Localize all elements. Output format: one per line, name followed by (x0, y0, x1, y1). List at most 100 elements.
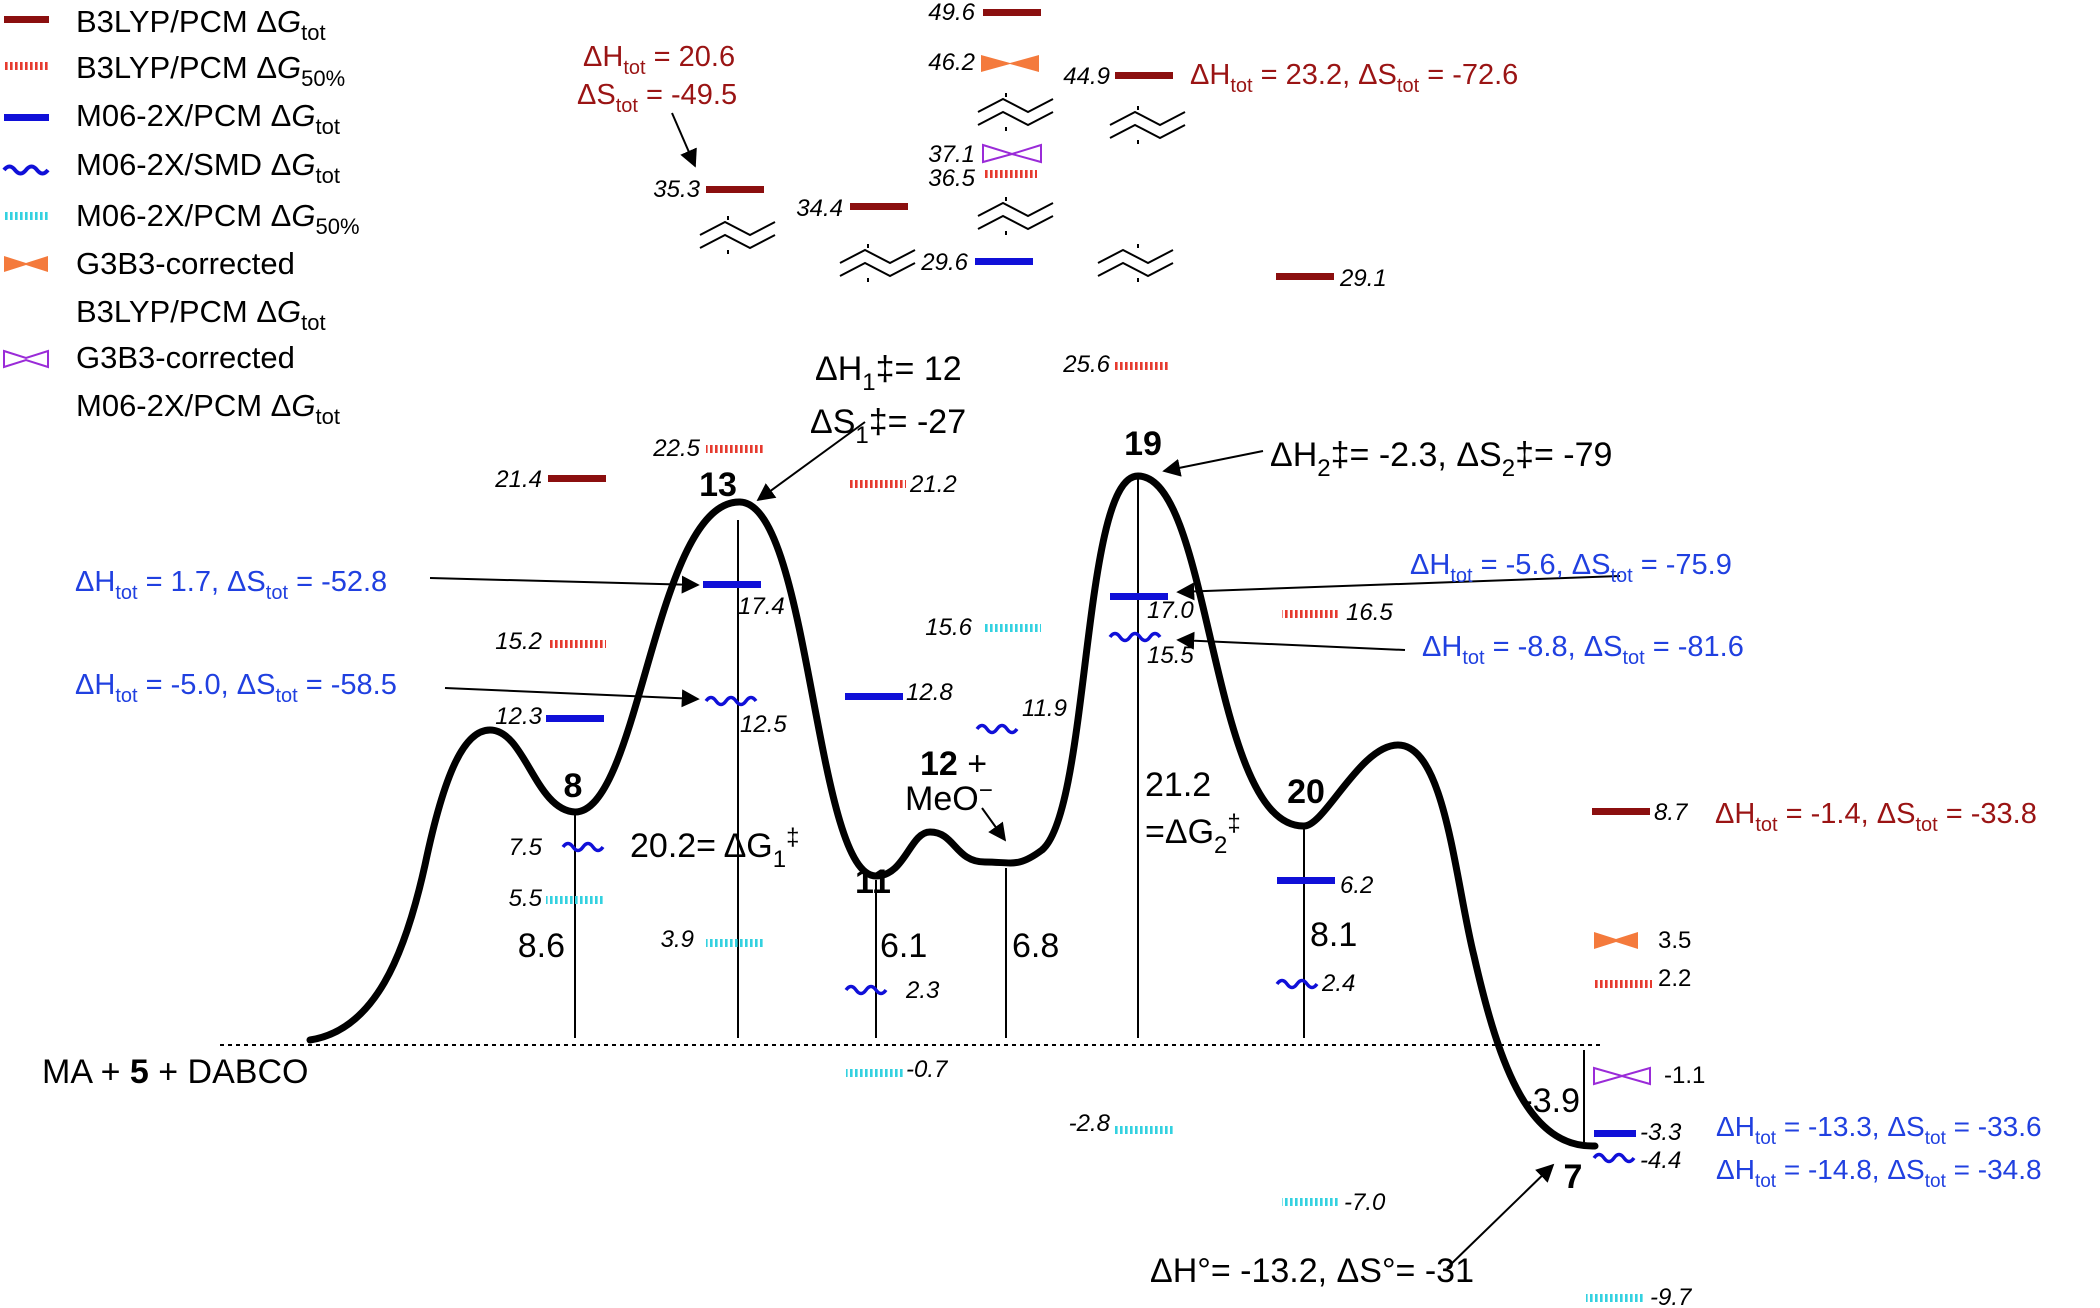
level-b3lyp-8-7 (1592, 808, 1650, 815)
value-label: 49.6 (928, 0, 975, 26)
legend-label-m06-50: M06-2X/PCM ΔG50% (76, 198, 360, 239)
value-label: 12.8 (906, 679, 953, 706)
gap-8: 8.6 (518, 927, 565, 965)
dh1-annotation: ΔH1‡= 12 (815, 350, 962, 396)
dh2-annotation: ΔH2‡= -2.3, ΔS2‡= -79 (1270, 436, 1612, 482)
value-label: 2.4 (1321, 970, 1355, 997)
legend-label-g3b3-m06: G3B3-corrected (76, 340, 295, 375)
level-smd-11-9 (975, 723, 1019, 735)
thermo-8-7: ΔHtot = -1.4, ΔStot = -33.8 (1715, 798, 2037, 836)
value-label: -0.7 (906, 1056, 949, 1083)
overall-thermo-annotation: ΔH°= -13.2, ΔS°= -31 (1150, 1252, 1474, 1290)
level-m06-12-8 (845, 693, 903, 700)
level-b3lyp50-22-5 (706, 445, 764, 453)
species-11-label: 11 (855, 863, 891, 901)
value-label: 44.9 (1063, 63, 1110, 90)
reactants-label: MA + 5 + DABCO (42, 1053, 308, 1091)
level-m0650-minus-0-7 (846, 1069, 904, 1077)
level-m0650-minus-7-0 (1282, 1198, 1340, 1206)
value-label: 17.0 (1147, 597, 1194, 624)
species-13-label: 13 (699, 466, 737, 504)
level-m0650-3-9 (706, 939, 764, 947)
thermo-12-5: ΔHtot = -5.0, ΔStot = -58.5 (75, 669, 397, 707)
thermo-15-5: ΔHtot = -8.8, ΔStot = -81.6 (1422, 631, 1744, 669)
level-g3b3-m06-minus-1-1 (1593, 1066, 1651, 1086)
level-g3b3-b3lyp-3-5 (1594, 932, 1638, 949)
level-b3lyp50-16-5 (1282, 610, 1340, 618)
level-b3lyp50-21-2 (848, 480, 906, 488)
value-label: 17.4 (738, 593, 785, 620)
red-annotations: ΔHtot = 20.6 ΔStot = -49.5 ΔHtot = 23.2,… (577, 41, 2037, 836)
delta-g1-label: 20.2= ΔG1‡ (630, 824, 799, 873)
level-marks (546, 9, 1652, 1302)
thermo-17-4: ΔHtot = 1.7, ΔStot = -52.8 (75, 566, 387, 604)
legend-swatch-b3lyp-50 (4, 62, 49, 70)
level-g3b3-m06-37-1 (982, 143, 1042, 164)
level-b3lyp-44-9 (1115, 72, 1173, 79)
value-label: 36.5 (928, 165, 975, 192)
level-smd-2-3 (844, 984, 888, 996)
value-label: 21.4 (494, 466, 542, 493)
legend-swatch-m06-50 (4, 212, 49, 220)
axis-break-icon (1109, 106, 1186, 144)
value-label: 46.2 (928, 49, 975, 76)
gap-20: 8.1 (1310, 916, 1357, 954)
legend-swatch-m06-pcm (4, 114, 49, 121)
value-label: -1.1 (1664, 1062, 1705, 1089)
species-20-label: 20 (1287, 773, 1325, 811)
level-smd-2-4 (1275, 978, 1319, 990)
species-labels: MA + 5 + DABCO 8 13 11 12 + MeO− 19 20 7 (42, 425, 1582, 1196)
value-label: -2.8 (1069, 1110, 1111, 1137)
level-m06-17-0 (1110, 593, 1168, 600)
level-b3lyp-29-1 (1276, 273, 1334, 280)
thermo-minus-3-3: ΔHtot = -13.3, ΔStot = -33.6 (1716, 1111, 2042, 1149)
blue-annotations: ΔHtot = 1.7, ΔStot = -52.8 ΔHtot = -5.0,… (75, 549, 2042, 1192)
value-label: 21.2 (909, 471, 957, 498)
gap-7: -3.9 (1521, 1082, 1580, 1120)
gap-12: 6.8 (1012, 927, 1059, 965)
value-label: 15.2 (495, 628, 542, 655)
level-b3lyp50-15-2 (548, 640, 606, 648)
value-label: 2.2 (1658, 965, 1691, 992)
level-g3b3-b3lyp-46-2 (981, 55, 1039, 72)
legend-swatch-g3b3-b3lyp (4, 256, 48, 272)
level-smd-12-5 (704, 695, 758, 707)
level-smd-minus-4-4 (1592, 1152, 1636, 1164)
value-label: 15.6 (925, 614, 972, 641)
value-label: -4.4 (1640, 1147, 1681, 1174)
value-label: 29.1 (1339, 265, 1387, 292)
axis-break-icon (699, 216, 776, 254)
level-m0650-5-5 (546, 896, 604, 904)
value-label: 22.5 (652, 435, 700, 462)
species-8-label: 8 (564, 767, 583, 805)
annotation-arrows (429, 112, 1621, 1269)
value-label: 34.4 (796, 195, 843, 222)
level-b3lyp50-36-5 (983, 170, 1037, 178)
thermo-35-3-s: ΔStot = -49.5 (577, 79, 737, 117)
value-label: 8.7 (1654, 799, 1689, 826)
axis-break-icon (839, 244, 916, 282)
meo-label: MeO− (905, 777, 993, 818)
value-label: 11.9 (1022, 695, 1067, 722)
level-m06-minus-3-3 (1594, 1130, 1636, 1137)
thermo-17-0: ΔHtot = -5.6, ΔStot = -75.9 (1410, 549, 1732, 587)
legend-swatch-g3b3-m06 (3, 349, 49, 369)
gap-11: 6.1 (880, 927, 927, 965)
value-label: 15.5 (1147, 642, 1194, 669)
gap-labels: 8.6 6.1 6.8 8.1 -3.9 20.2= ΔG1‡ 21.2 =ΔG… (518, 766, 1580, 1120)
level-b3lyp-35-3 (706, 186, 764, 193)
species-12-label: 12 + (920, 745, 987, 783)
legend-label-g3b3-b3lyp: G3B3-corrected (76, 246, 295, 281)
legend-label-m06-pcm: M06-2X/PCM ΔGtot (76, 98, 340, 139)
level-m0650-15-6 (983, 624, 1041, 632)
reaction-profile-curve (306, 472, 1599, 1150)
level-b3lyp-34-4 (850, 203, 908, 210)
level-b3lyp-21-4 (548, 475, 606, 482)
value-label: 25.6 (1062, 351, 1110, 378)
level-m06-29-6 (975, 258, 1033, 265)
species-7-label: 7 (1564, 1158, 1583, 1196)
legend-label-m06-smd: M06-2X/SMD ΔGtot (76, 147, 340, 188)
level-m0650-minus-9-7 (1586, 1294, 1644, 1302)
value-label: 29.6 (920, 249, 968, 276)
